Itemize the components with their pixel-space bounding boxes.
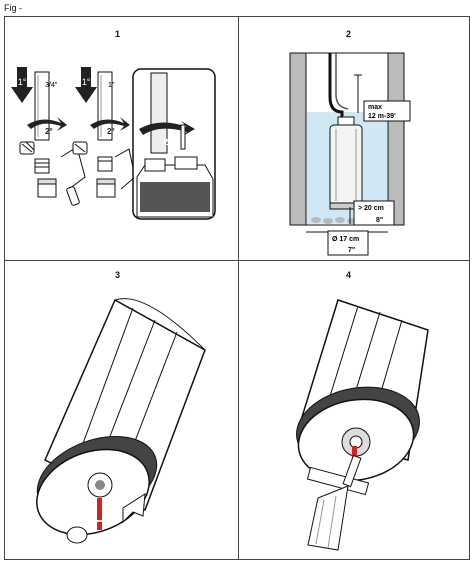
rotate-arrow-icon xyxy=(122,493,146,524)
panel-1: 1 1° 3/4" 2° xyxy=(5,17,238,260)
pump-base xyxy=(297,398,415,482)
red-arrow-icon xyxy=(352,446,357,462)
panel-3: 3 xyxy=(5,260,238,561)
rotation-label-2b: 2° xyxy=(107,127,115,136)
hose-adapter-parts xyxy=(19,141,86,206)
panel-4: 4 xyxy=(238,260,471,561)
panel-number: 4 xyxy=(346,270,352,280)
max-depth-label-box xyxy=(363,100,411,122)
panel-number: 1 xyxy=(115,29,121,39)
size-label-a: 3/4" xyxy=(45,82,58,89)
tool xyxy=(306,454,370,551)
diameter-in: 7" xyxy=(348,247,355,254)
down-arrow-icon xyxy=(75,67,97,103)
rotate-arrow-icon xyxy=(27,117,67,131)
size-label-b: 1" xyxy=(108,82,115,89)
hose xyxy=(328,53,344,117)
well-wall-right xyxy=(387,52,405,226)
figure-label: Fig - xyxy=(4,3,22,13)
panel-1-illustration: 1° 3/4" 2° xyxy=(11,67,216,220)
panel-3-illustration xyxy=(36,298,206,544)
grid-divider-horizontal xyxy=(5,260,469,261)
diameter-label: Ø 17 cm xyxy=(332,236,359,243)
cap xyxy=(66,526,88,544)
min-height-label-box xyxy=(353,200,395,226)
rotation-label-2c: 2° xyxy=(163,137,172,147)
panel-number: 3 xyxy=(115,270,121,280)
pump-outlet-detail-inset: 2° xyxy=(132,68,216,220)
panel-4-illustration xyxy=(296,299,429,551)
figure-grid: 1 1° 3/4" 2° xyxy=(4,16,470,560)
min-height-label: > 20 cm xyxy=(358,205,384,212)
min-height-in: 8" xyxy=(376,217,383,224)
grid-divider-vertical xyxy=(238,17,239,559)
panel-2-illustration: max 12 m-39' > 20 cm 8" Ø 17 cm 7" xyxy=(289,52,411,256)
down-arrow-icon xyxy=(11,67,33,103)
hose-adapter-parts xyxy=(72,141,136,198)
well-wall-left xyxy=(289,52,307,226)
panel-number: 2 xyxy=(346,29,352,39)
panel-2: 2 xyxy=(238,17,471,260)
max-depth-value: 12 m-39' xyxy=(368,113,396,120)
submersible-pump xyxy=(329,116,363,210)
pump-base xyxy=(36,448,150,536)
rotation-label-1a: 1° xyxy=(18,77,27,87)
rotation-label-2a: 2° xyxy=(45,127,53,136)
rotation-label-1b: 1° xyxy=(82,77,91,87)
rotate-arrow-icon xyxy=(90,117,130,131)
diameter-label-box xyxy=(327,230,369,256)
max-depth-label: max xyxy=(368,104,382,111)
red-arrow-icon xyxy=(97,498,102,530)
